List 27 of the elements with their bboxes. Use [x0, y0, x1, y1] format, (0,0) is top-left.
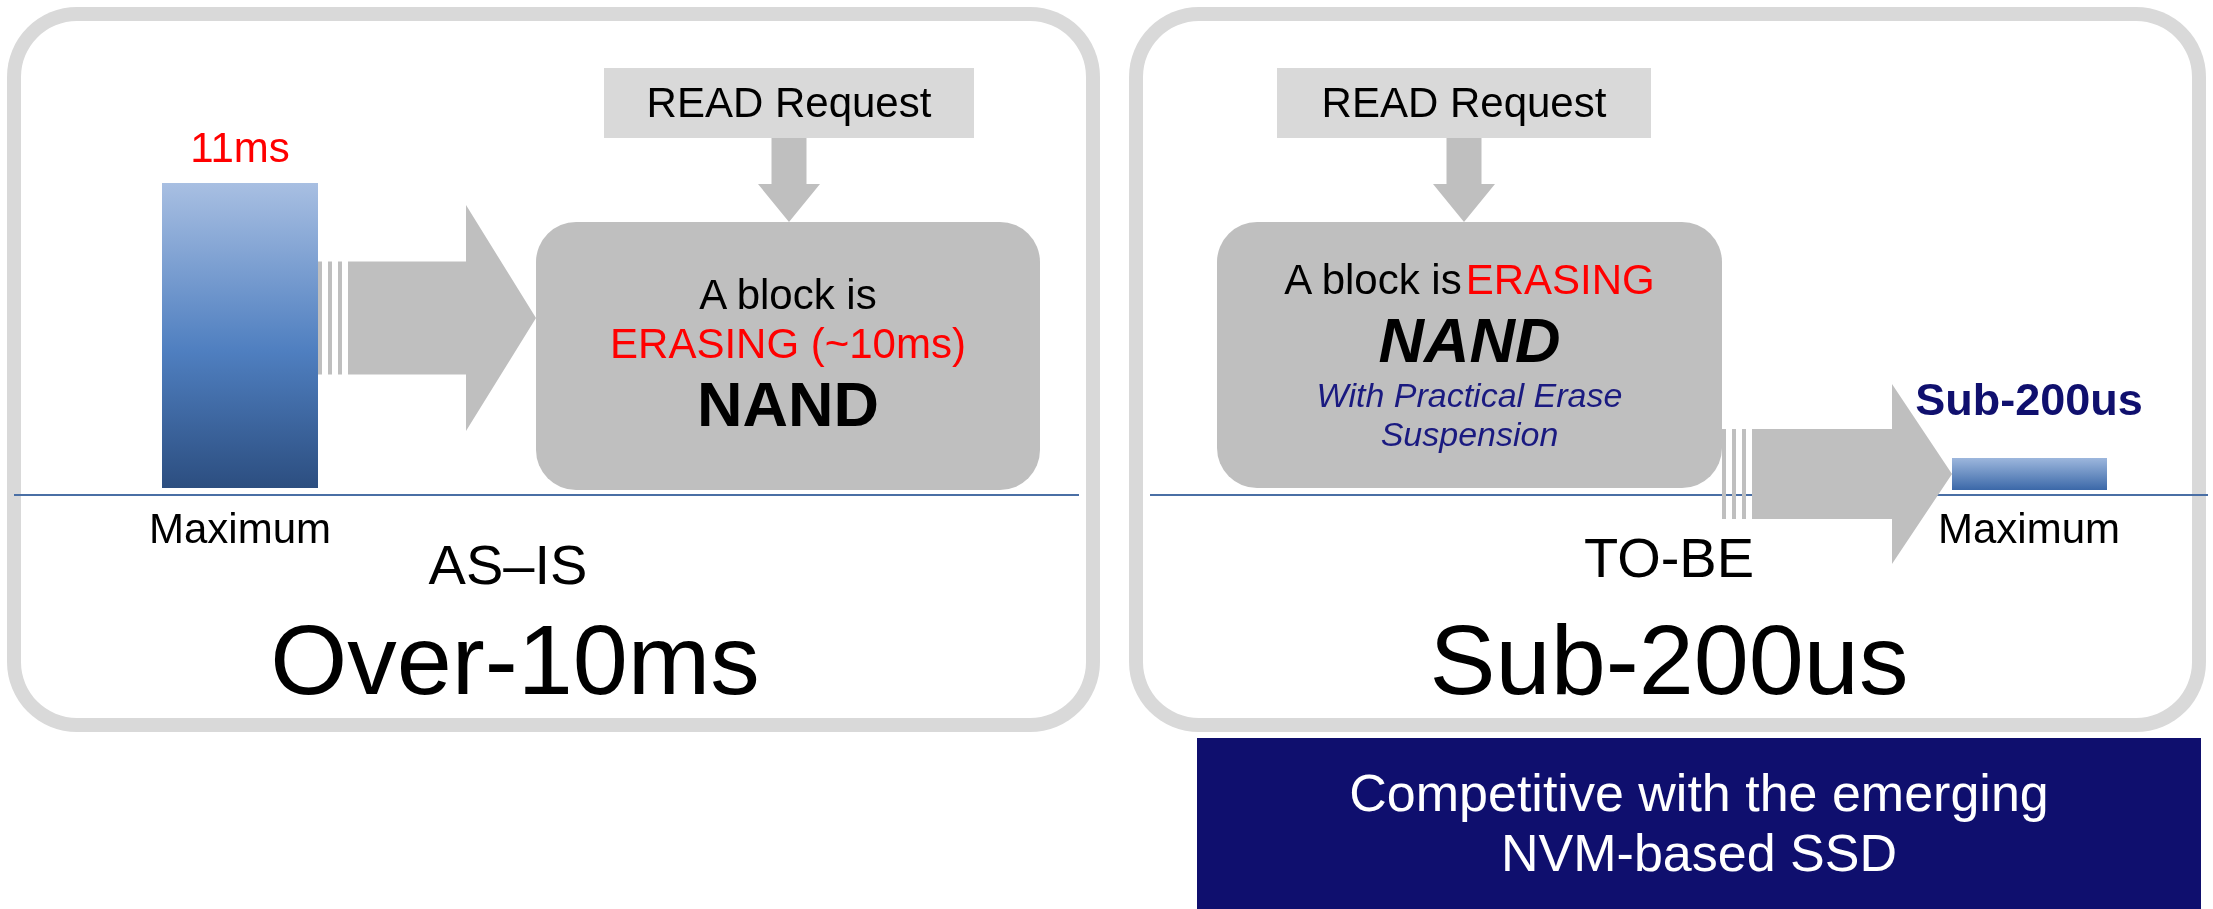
highlight-text: ERASING [1465, 255, 1655, 304]
banner-box [1197, 738, 2201, 909]
status-text: A block is [699, 271, 877, 320]
panel-heading: TO-BE [1583, 527, 1755, 589]
process-box [536, 222, 1040, 490]
note-text: With Practical Erase Suspension [1315, 376, 1624, 455]
latency-bar [162, 183, 318, 488]
panel-card [1129, 7, 2206, 732]
value-label: 11ms [190, 124, 290, 172]
nand-label: NAND [1378, 303, 1561, 377]
request-box [1277, 68, 1651, 138]
value-label: Sub-200us [1915, 375, 2143, 425]
panel-heading: AS–IS [428, 534, 588, 596]
request-label: READ Request [1321, 78, 1607, 128]
highlight-text: ERASING (~10ms) [610, 319, 966, 369]
request-label: READ Request [646, 78, 932, 128]
latency-value: Sub-200us [1429, 605, 1909, 715]
request-box [604, 68, 974, 138]
bar-caption: Maximum [1938, 505, 2120, 553]
bar-caption: Maximum [149, 505, 331, 553]
process-box [1217, 222, 1722, 488]
banner-text: Competitive with the emerging NVM-based SSD [1348, 763, 2050, 884]
nand-label: NAND [697, 368, 879, 441]
status-text: A block is [1284, 255, 1462, 304]
panel-card [7, 7, 1100, 732]
latency-bar [1952, 458, 2107, 490]
latency-value: Over-10ms [270, 605, 760, 715]
